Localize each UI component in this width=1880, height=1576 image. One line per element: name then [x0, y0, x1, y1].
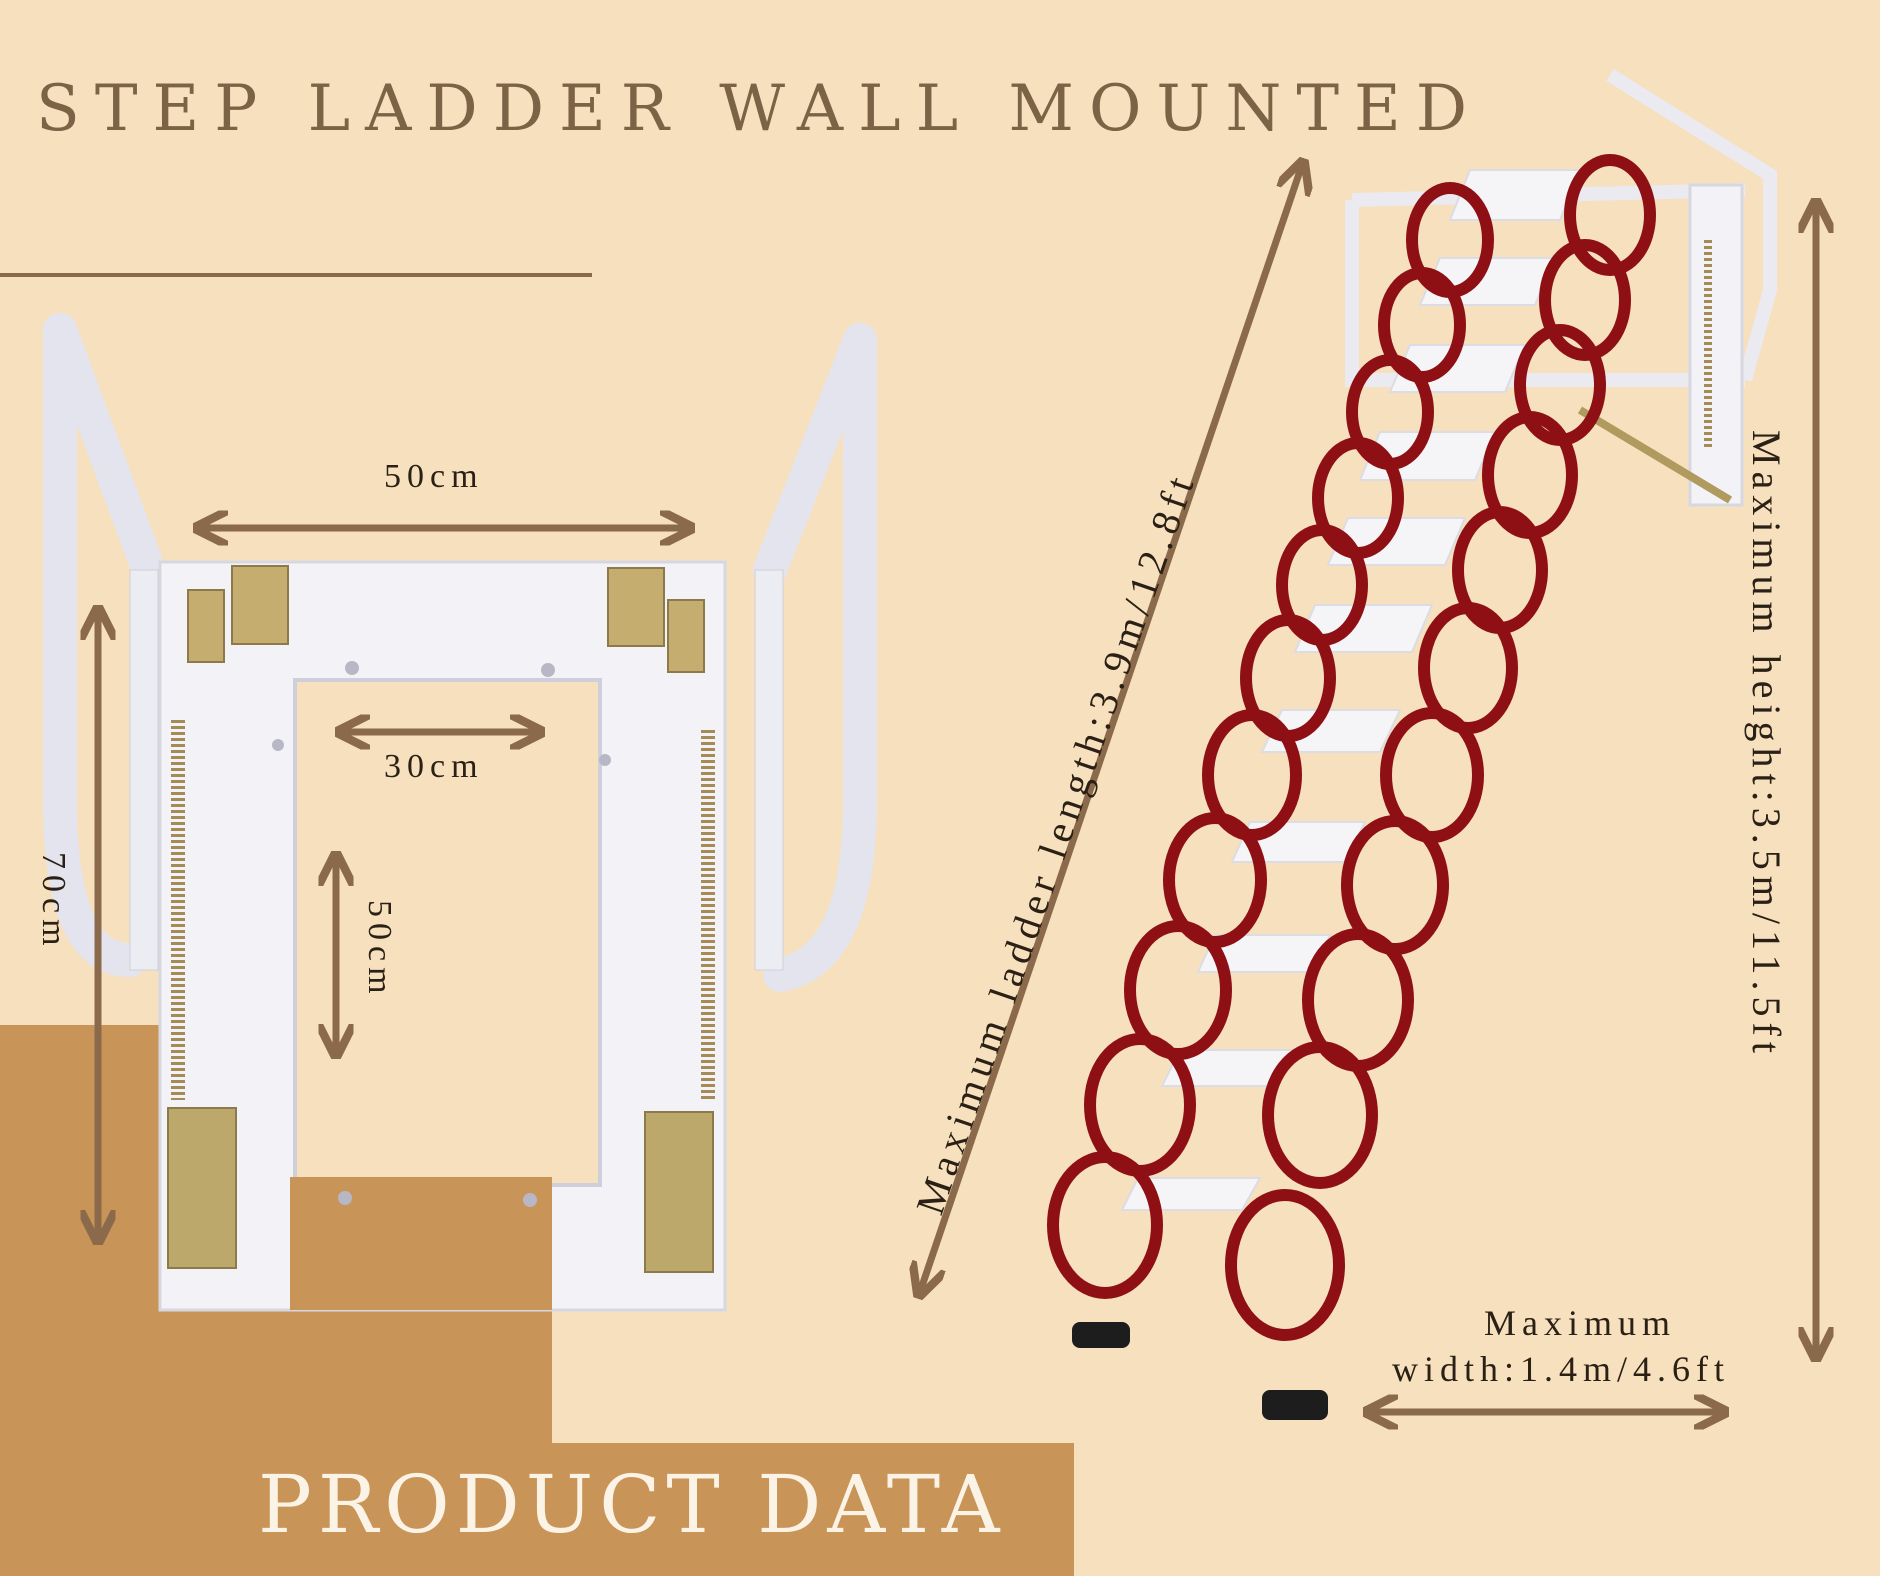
accent-block-bottom	[255, 1443, 1074, 1576]
opening-length-label: 50cm	[361, 900, 398, 1000]
width-label-line1: Maximum	[1484, 1303, 1676, 1343]
frame-length-label: 70cm	[35, 852, 72, 952]
footer-heading: PRODUCT DATA	[258, 1458, 1006, 1551]
height-label: Maximum height:3.5m/11.5ft	[1744, 430, 1789, 1059]
right-handrail	[763, 323, 877, 992]
opening-width-label: 30cm	[384, 748, 484, 785]
width-label-line2: width:1.4m/4.6ft	[1392, 1349, 1730, 1389]
ladder-length-arrow	[920, 165, 1302, 1292]
page-title: STEP LADDER WALL MOUNTED	[36, 72, 1483, 146]
title-divider	[0, 273, 592, 277]
frame-width-label: 50cm	[384, 458, 484, 495]
folding-ladder-image	[1047, 69, 1777, 1420]
